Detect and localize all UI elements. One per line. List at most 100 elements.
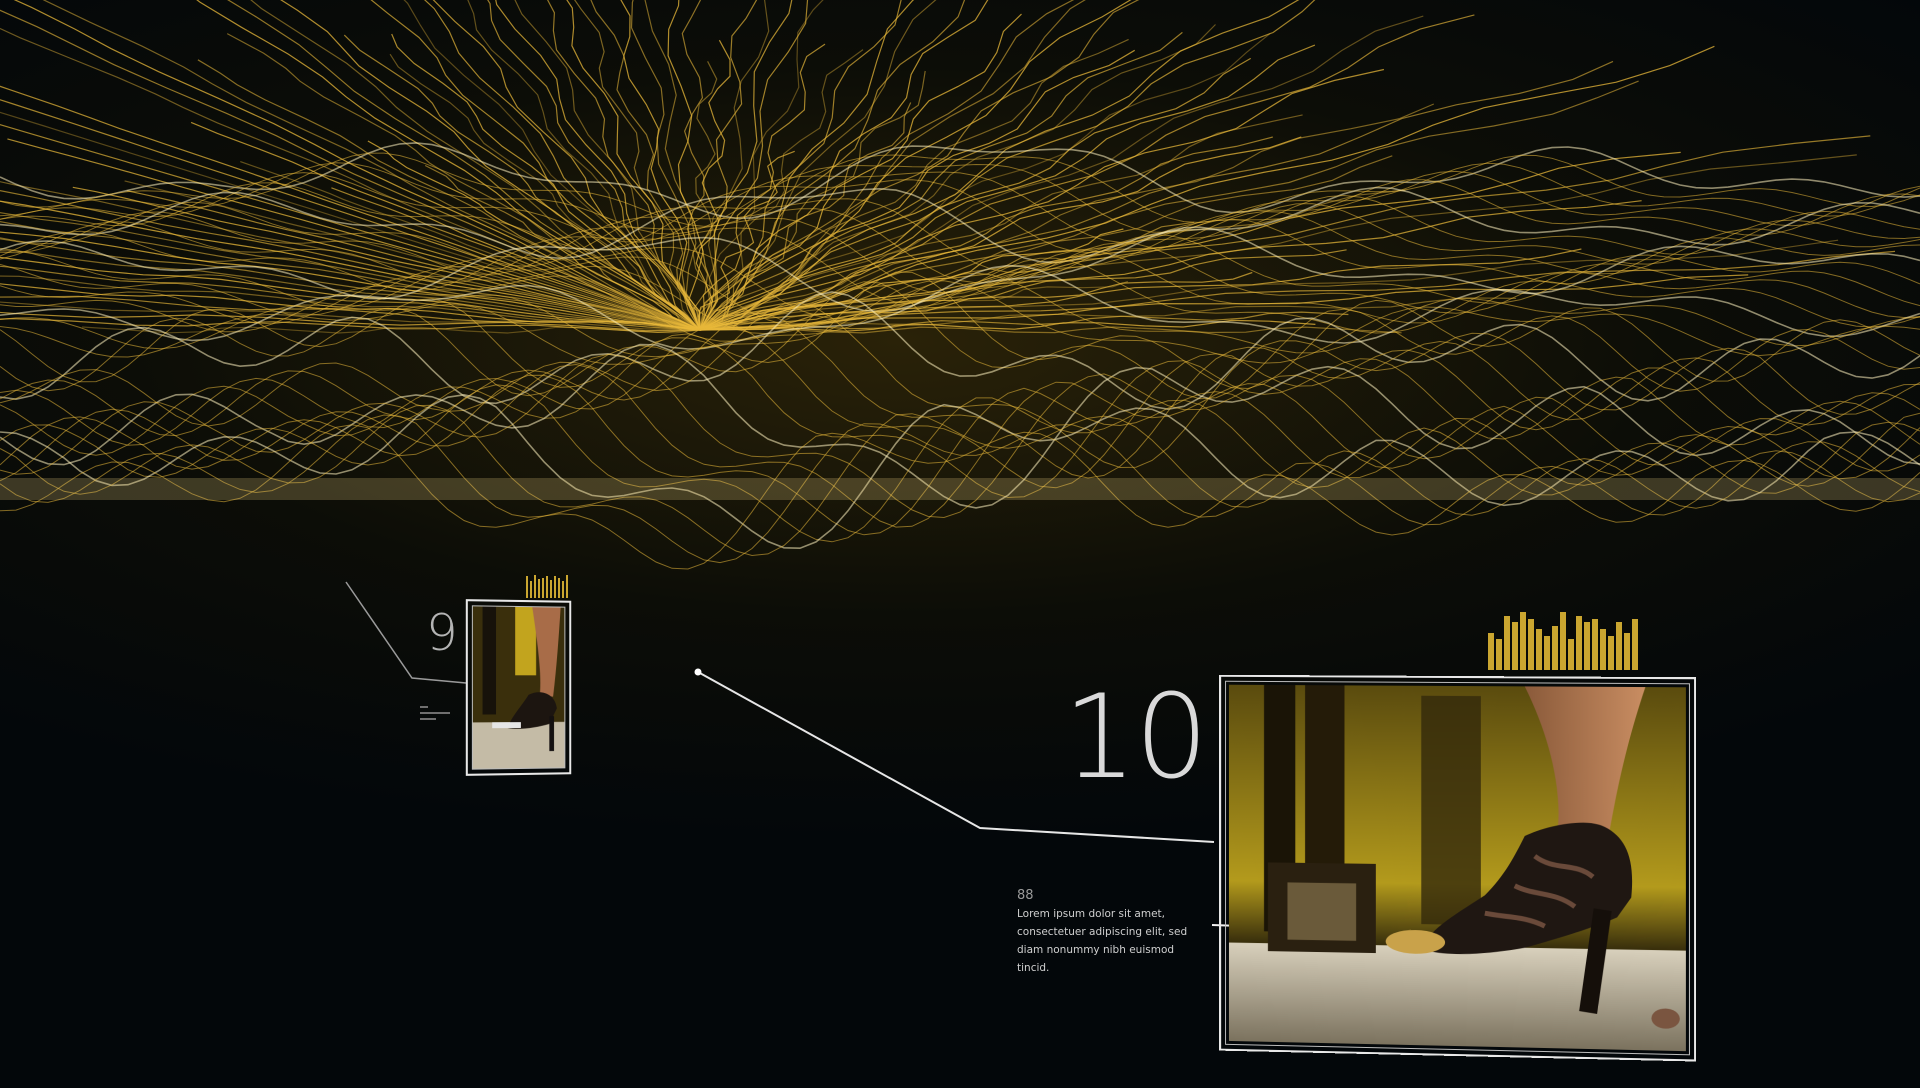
waveform-strand — [0, 194, 1920, 273]
waveform-spoke — [699, 68, 1385, 331]
level-bar — [1616, 622, 1622, 670]
waveform-spoke — [389, 53, 701, 331]
waveform-spoke — [0, 247, 701, 331]
level-meter-large — [1488, 602, 1638, 670]
waveform-spoke — [699, 0, 1132, 331]
waveform-strand — [0, 179, 1920, 254]
waveform-strand — [0, 272, 1920, 358]
waveform-spoke — [0, 238, 701, 331]
waveform-strand — [0, 264, 1920, 350]
level-bar — [1568, 639, 1574, 670]
waveform-strand — [0, 226, 1920, 313]
level-bar — [1600, 629, 1606, 670]
connector-line-small — [345, 581, 467, 684]
waveform-spoke — [0, 317, 701, 333]
waveform-spoke — [699, 45, 1715, 331]
waveform-spoke — [250, 0, 701, 331]
level-bar — [1488, 633, 1494, 670]
level-bar — [1560, 612, 1566, 670]
photo-frame-large[interactable] — [1219, 674, 1697, 1062]
waveform-spoke — [0, 295, 701, 331]
waveform-strand — [0, 281, 1920, 400]
level-bar — [1632, 619, 1638, 670]
shoe-photo-small — [472, 606, 565, 769]
waveform-strand — [0, 414, 1920, 564]
waveform-spoke — [574, 0, 701, 331]
waveform-spoke — [0, 99, 701, 331]
waveform-spoke — [403, 0, 701, 331]
waveform-strand — [0, 142, 1920, 220]
waveform-strand — [0, 186, 1920, 264]
waveform-spoke — [0, 190, 701, 331]
waveform-strand — [0, 404, 1920, 557]
waveform-spoke — [0, 256, 701, 331]
level-bar — [1544, 636, 1550, 670]
level-bar — [562, 581, 564, 598]
waveform-spoke — [699, 102, 912, 331]
waveform-spoke — [697, 150, 795, 331]
waveform-spoke — [699, 13, 1022, 331]
waveform-spoke — [699, 33, 1271, 331]
waveform-spoke — [126, 190, 701, 331]
tiny-caption-small — [420, 706, 460, 728]
waveform-spoke — [0, 283, 701, 331]
waveform-spoke — [699, 49, 1136, 331]
waveform-spoke — [240, 161, 701, 331]
waveform-spoke — [0, 301, 701, 331]
waveform-spoke — [699, 0, 1316, 331]
waveform-spoke — [699, 0, 1075, 331]
waveform-spoke — [124, 180, 701, 331]
shoe-photo-large — [1228, 684, 1686, 1052]
level-bar — [1528, 619, 1534, 670]
waveform-spoke — [514, 0, 701, 331]
card-number-large: 10 — [1063, 670, 1209, 805]
waveform-spoke — [0, 27, 701, 331]
waveform-spoke — [699, 114, 1303, 331]
waveform-spoke — [487, 0, 701, 331]
waveform-spoke — [699, 0, 966, 331]
level-bar — [1520, 612, 1526, 670]
waveform-spoke — [699, 136, 1273, 331]
waveform-strand — [0, 393, 1920, 550]
waveform-spoke — [227, 0, 701, 331]
waveform-spoke — [699, 0, 1140, 331]
card-number-small: 9 — [426, 604, 458, 662]
waveform-spoke — [432, 0, 701, 331]
level-bar — [1584, 622, 1590, 670]
level-bar — [1552, 626, 1558, 670]
waveform-spoke — [620, 0, 701, 331]
waveform-spoke — [699, 44, 1316, 331]
waveform-strand — [0, 343, 1920, 509]
waveform-strand — [0, 249, 1920, 335]
level-bar — [1592, 619, 1598, 670]
waveform-strand — [0, 291, 1920, 411]
waveform-strand — [0, 312, 1920, 479]
waveform-spoke — [699, 38, 1129, 331]
waveform-spoke — [0, 111, 701, 331]
level-bar — [546, 576, 548, 598]
waveform-spoke — [0, 231, 701, 331]
level-bar — [1504, 616, 1510, 670]
level-meter-small — [526, 574, 568, 598]
waveform-spoke — [0, 200, 701, 331]
waveform-spoke — [0, 181, 701, 331]
waveform-spoke — [467, 0, 701, 331]
waveform-spoke — [391, 33, 701, 331]
waveform-spoke — [699, 271, 1253, 331]
golden-waveform-visualization — [0, 0, 1920, 570]
waveform-spoke — [699, 0, 1086, 331]
connector-line-large — [697, 671, 1215, 843]
waveform-spoke — [699, 57, 1252, 331]
waveform-spoke — [343, 34, 701, 331]
waveform-spoke — [699, 0, 809, 331]
waveform-spoke — [699, 0, 824, 331]
waveform-strand — [0, 152, 1920, 227]
connector-dot-start — [694, 668, 702, 676]
level-bar — [1608, 636, 1614, 670]
level-bar — [526, 576, 528, 598]
waveform-spoke — [0, 85, 701, 331]
waveform-spoke — [699, 249, 1347, 331]
waveform-spoke — [280, 0, 701, 331]
photo-frame-small[interactable] — [465, 599, 572, 776]
waveform-strand — [0, 374, 1920, 536]
